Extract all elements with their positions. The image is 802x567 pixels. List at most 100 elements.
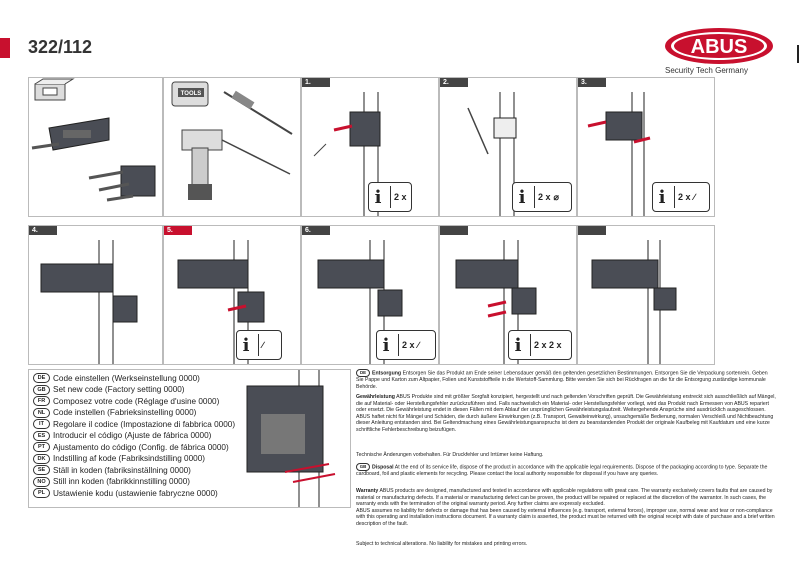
legal-text: ABUS products are designed, manufactured… — [356, 488, 773, 508]
info-icon: i — [242, 334, 250, 356]
panel-tools: TOOLS — [163, 77, 301, 217]
legal-heading: Entsorgung — [372, 370, 402, 377]
panel-step-4: 4. — [28, 225, 163, 365]
step-4-illustration — [40, 240, 138, 364]
edge-mark — [797, 45, 799, 63]
lang-pill: PT — [33, 442, 50, 452]
step-badge — [578, 226, 606, 235]
step-badge: 2. — [440, 78, 468, 87]
language-instruction: Code einstellen (Werkseinstellung 0000) — [53, 373, 200, 383]
code-setting-illustration — [246, 370, 336, 507]
lang-pill: PL — [33, 488, 50, 498]
language-instruction: Regolare il codice (Impostazione di fabb… — [53, 419, 236, 429]
info-icon: i — [658, 186, 666, 208]
info-box: i ∕ — [236, 330, 282, 360]
info-icon: i — [382, 334, 390, 356]
step-8-illustration — [591, 240, 677, 364]
language-instruction: Indstilling af kode (Fabriksindstilling … — [53, 454, 206, 463]
panel-step-3: 3. i 2 x ∕ — [577, 77, 715, 217]
info-icon: i — [514, 334, 522, 356]
quantity-label: 2 x — [538, 192, 551, 202]
legal-text: ABUS Produkte sind mit größter Sorgfalt … — [356, 394, 776, 414]
info-box: i 2 x ⌀ — [512, 182, 572, 212]
panel-step-8 — [577, 225, 715, 365]
step-badge: 6. — [302, 226, 330, 235]
lang-pill: FR — [33, 396, 50, 406]
screwdriver-icon: ∕ — [262, 340, 264, 350]
legal-de-note: Technische Änderungen vorbehalten. Für D… — [356, 452, 776, 459]
step-badge: 1. — [302, 78, 330, 87]
tools-label: TOOLS — [181, 91, 202, 97]
screwdriver-icon: ∕ — [417, 340, 420, 350]
step-badge: 4. — [29, 226, 57, 235]
legal-text: At the end of its service life, dispose … — [356, 464, 768, 477]
lang-pill: GB — [356, 463, 370, 471]
legal-de-warranty: Gewährleistung ABUS Produkte sind mit gr… — [356, 394, 776, 434]
quantity-label: 2 x — [394, 192, 407, 202]
language-instruction: Code instellen (Fabrieksinstelling 0000) — [53, 408, 197, 417]
panel-step-2: 2. i 2 x ⌀ — [439, 77, 577, 217]
lang-pill: NL — [33, 407, 50, 418]
info-icon: i — [518, 186, 526, 208]
info-box: i 2 x 2 x — [508, 330, 572, 360]
info-box: i 2 x — [368, 182, 412, 212]
accent-bar — [0, 38, 10, 58]
quantity-label: 2 x 2 x — [534, 340, 562, 350]
legal-gb-note: Subject to technical alterations. No lia… — [356, 541, 776, 548]
lang-pill: SE — [33, 465, 50, 475]
model-number: 322/112 — [28, 37, 93, 57]
lang-pill: DE — [33, 373, 50, 383]
step-badge: 5. — [164, 226, 192, 235]
panel-step-6: 6. i 2 x ∕ — [301, 225, 439, 365]
drill-icon: ⌀ — [553, 191, 559, 202]
quantity-label: 2 x — [402, 340, 415, 350]
panel-step-5: 5. i ∕ — [163, 225, 301, 365]
lang-pill: DK — [33, 453, 50, 464]
lang-pill: DE — [356, 369, 370, 377]
lang-pill: IT — [33, 419, 50, 429]
info-box: i 2 x ∕ — [376, 330, 436, 360]
quantity-label: 2 x — [678, 192, 691, 202]
info-icon: i — [374, 186, 382, 208]
step-badge: 3. — [578, 78, 606, 87]
lang-pill: ES — [33, 430, 50, 441]
legal-heading: Gewährleistung — [356, 394, 395, 400]
svg-text:ABUS: ABUS — [691, 36, 748, 58]
step-7-illustration — [455, 240, 537, 364]
screwdriver-icon: ∕ — [693, 192, 696, 202]
step-badge — [440, 226, 468, 235]
lang-pill: NO — [33, 476, 50, 487]
language-instruction: Ställ in koden (fabriksinställning 0000) — [53, 465, 191, 475]
legal-text: ABUS haftet nicht für Mängel und Schäden… — [356, 413, 774, 433]
legal-text: Subject to technical alterations. No lia… — [356, 541, 528, 547]
legal-heading: Disposal — [372, 464, 394, 471]
panel-step-7: i 2 x 2 x — [439, 225, 577, 365]
panel-package — [28, 77, 163, 217]
panel-step-1: 1. i 2 x — [301, 77, 439, 217]
language-instruction: Set new code (Factory setting 0000) — [53, 385, 185, 394]
step-3-illustration — [587, 92, 651, 216]
lang-pill: GB — [33, 384, 50, 395]
info-box: i 2 x ∕ — [652, 182, 710, 212]
legal-gb-warranty: Warranty ABUS products are designed, man… — [356, 488, 776, 528]
step-6-illustration — [317, 240, 403, 364]
language-instruction: Ajustamento do código (Config. de fábric… — [53, 442, 229, 452]
legal-text: Entsorgen Sie das Produkt am Ende seiner… — [356, 370, 768, 390]
language-instruction: Introducir el código (Ajuste de fábrica … — [53, 431, 212, 440]
abus-logo: ABUS — [665, 28, 773, 64]
brand-tagline: Security Tech Germany — [665, 66, 748, 75]
legal-heading: Warranty — [356, 488, 379, 494]
